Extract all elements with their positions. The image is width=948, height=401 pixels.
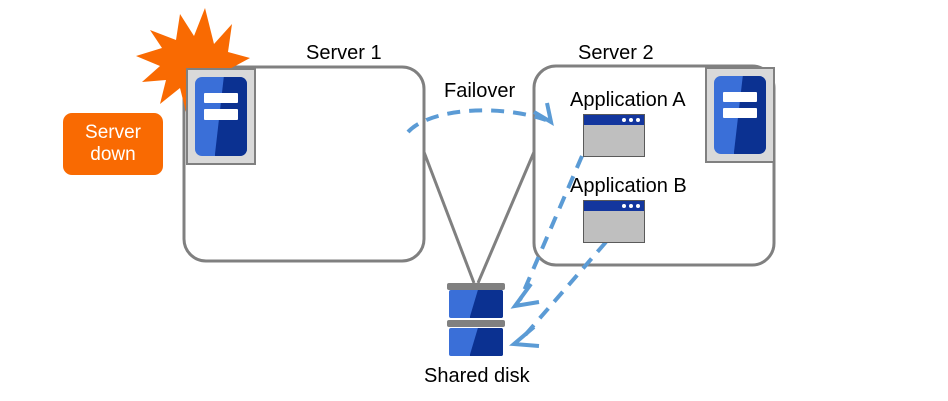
shared-disk-icon [447,283,505,360]
server2-tower-icon-body [714,76,766,154]
explosion-burst-icon [136,8,250,112]
application-b-label: Application B [570,175,687,197]
shared-disk-platter-2-shade [469,328,503,356]
application-b-dot-1 [622,204,626,208]
shared-disk-platter-2 [449,328,503,356]
app-a-to-disk-arrow [518,155,584,301]
server2-title: Server 2 [578,42,654,64]
app-b-arrowhead [509,325,540,348]
shared-disk-platter-1 [449,290,503,318]
application-b-titlebar [584,201,644,211]
application-b-window-icon [583,200,645,243]
application-a-titlebar [584,115,644,125]
server2-tower-icon-slot-1 [722,91,758,102]
application-a-dot-2 [629,118,633,122]
shared-disk-label: Shared disk [424,365,530,387]
server2-to-disk-connector [476,151,536,284]
server1-tower-icon [186,68,256,165]
server-down-badge: Server down [63,113,163,175]
server1-title: Server 1 [306,42,382,64]
shared-disk-separator-2 [447,320,505,327]
application-b-dot-2 [629,204,633,208]
failover-dashed-arrow [406,108,547,134]
server2-tower-icon [705,67,775,163]
shared-disk-separator-1 [447,283,505,290]
server1-tower-icon-slot-2 [203,109,239,120]
failover-label: Failover [444,80,516,102]
server-down-badge-line2: down [90,144,136,165]
failover-arrowhead [532,102,554,127]
server-down-badge-line1: Server [85,122,141,144]
application-a-label: Application A [570,89,686,111]
application-b-dot-3 [636,204,640,208]
application-a-dot-3 [636,118,640,122]
server1-tower-icon-body [195,77,247,156]
app-a-arrowhead [510,282,540,309]
application-a-window-icon [583,114,645,157]
server2-tower-icon-slot-2 [722,107,758,119]
application-a-dot-1 [622,118,626,122]
shared-disk-platter-1-shade [469,290,503,318]
server1-tower-icon-slot-1 [203,92,239,104]
server1-to-disk-connector [422,151,476,284]
